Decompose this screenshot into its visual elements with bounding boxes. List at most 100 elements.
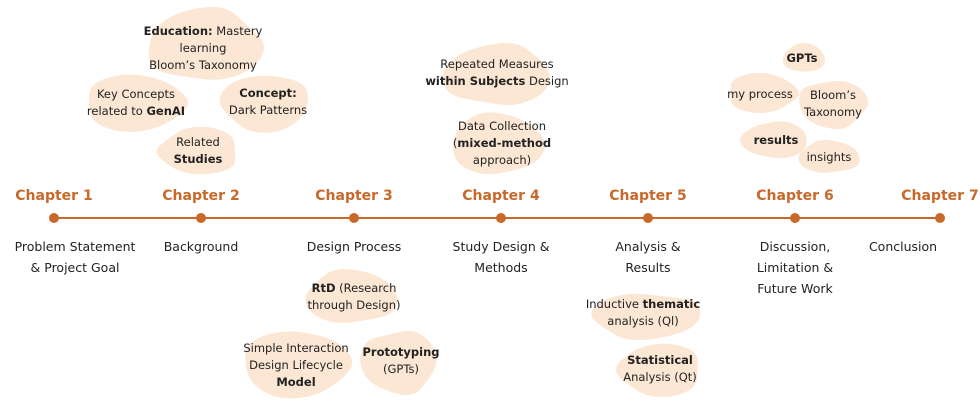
- chapter-description-line: Problem Statement: [14, 239, 136, 254]
- note-blob: [245, 331, 353, 399]
- note-line: my process: [670, 86, 850, 103]
- chapter-label-1: Chapter 1: [15, 188, 93, 204]
- note-text: Analysis (Qt): [623, 370, 697, 384]
- chapter-dot-3: [349, 213, 359, 223]
- chapter-description-3: Design Process: [279, 236, 429, 257]
- note-line: through Design): [264, 297, 444, 314]
- note-line: Bloom’s Taxonomy: [113, 57, 293, 74]
- chapter-dot-5: [643, 213, 653, 223]
- note-bold-text: thematic: [642, 297, 701, 311]
- note-text: Related: [176, 135, 220, 149]
- chapter-label-4: Chapter 4: [462, 188, 540, 204]
- note-bold-text: RtD: [311, 281, 336, 295]
- note-line: Related: [108, 134, 288, 151]
- note-line: within Subjects Design: [407, 73, 587, 90]
- note-ch4-repeated: Repeated Measures within Subjects Design: [407, 56, 587, 90]
- note-text: related to: [86, 104, 147, 118]
- note-ch2-concept: Concept: Dark Patterns: [178, 85, 358, 119]
- chapter-description-7: Conclusion: [828, 236, 978, 257]
- note-line: Inductive thematic: [553, 296, 733, 313]
- chapter-description-line: Discussion,: [759, 239, 831, 254]
- note-line: Key Concepts: [46, 86, 226, 103]
- note-blob: [591, 293, 701, 341]
- chapter-dot-1: [49, 213, 59, 223]
- note-text: (: [452, 135, 458, 150]
- note-blob: [442, 42, 550, 105]
- note-blob: [219, 75, 308, 133]
- note-blob: [615, 343, 698, 398]
- note-blob: [89, 74, 189, 132]
- note-text: Design: [525, 74, 569, 88]
- note-text: Simple Interaction: [243, 340, 349, 355]
- note-bold-text: results: [753, 132, 799, 147]
- note-blob: [453, 112, 545, 175]
- chapter-description-line: Design Process: [306, 239, 402, 254]
- note-bold-text: Concept:: [239, 86, 297, 100]
- note-line: insights: [739, 149, 919, 166]
- note-blob: [798, 139, 860, 173]
- note-line: analysis (Ql): [553, 313, 733, 330]
- note-bold-text: GenAI: [146, 104, 186, 118]
- note-text: insights: [806, 149, 852, 164]
- note-line: Dark Patterns: [178, 102, 358, 119]
- note-blob: [730, 72, 800, 114]
- chapter-label-5: Chapter 5: [609, 188, 687, 204]
- note-line: Education: Mastery: [113, 23, 293, 40]
- chapter-description-5: Analysis &Results: [573, 236, 723, 278]
- note-line: Design Lifecycle: [206, 357, 386, 374]
- chapter-dot-7: [935, 213, 945, 223]
- chapter-description-6: Discussion,Limitation &Future Work: [720, 236, 870, 299]
- note-line: Statistical: [570, 352, 750, 369]
- chapter-label-6: Chapter 6: [756, 188, 834, 204]
- chapter-dot-4: [496, 213, 506, 223]
- note-text: learning: [179, 40, 227, 55]
- note-line: Repeated Measures: [407, 56, 587, 73]
- note-line: Studies: [108, 151, 288, 168]
- note-ch6-results: results: [686, 132, 866, 149]
- note-text: Taxonomy: [804, 105, 862, 119]
- note-line: learning: [113, 40, 293, 57]
- note-bold-text: GPTs: [786, 50, 818, 65]
- chapter-description-line: Study Design &: [452, 239, 550, 254]
- chapter-description-line: Conclusion: [868, 239, 938, 254]
- note-blob: [156, 126, 236, 175]
- note-text: through Design): [307, 298, 401, 312]
- note-ch6-gpts: GPTs: [712, 50, 892, 67]
- note-text: Repeated Measures: [440, 57, 554, 71]
- chapter-description-line: Future Work: [757, 281, 833, 296]
- note-text: approach): [472, 152, 532, 167]
- note-text: (GPTs): [383, 362, 419, 376]
- note-ch6-process: my process: [670, 86, 850, 103]
- note-text: Inductive: [585, 297, 643, 311]
- chapter-description-line: Methods: [474, 260, 528, 275]
- chapter-description-4: Study Design & Methods: [426, 236, 576, 278]
- note-bold-text: within Subjects: [425, 74, 526, 88]
- note-text: Mastery: [212, 23, 263, 38]
- note-line: Prototyping: [311, 344, 491, 361]
- note-line: Concept:: [178, 85, 358, 102]
- chapter-description-line: Background: [163, 239, 239, 254]
- note-bold-text: Education:: [143, 23, 213, 38]
- chapter-dot-6: [790, 213, 800, 223]
- chapter-label-2: Chapter 2: [162, 188, 240, 204]
- note-text: Bloom’s: [809, 88, 856, 102]
- note-line: Taxonomy: [743, 104, 923, 121]
- note-text: Data Collection: [458, 118, 546, 133]
- note-line: Data Collection: [412, 118, 592, 135]
- note-blob: [739, 121, 807, 159]
- chapter-description-line: Results: [625, 260, 671, 275]
- note-bold-text: mixed-method: [457, 135, 552, 150]
- note-line: related to GenAI: [46, 103, 226, 120]
- note-line: GPTs: [712, 50, 892, 67]
- chapter-dot-2: [196, 213, 206, 223]
- note-blob: [782, 43, 825, 72]
